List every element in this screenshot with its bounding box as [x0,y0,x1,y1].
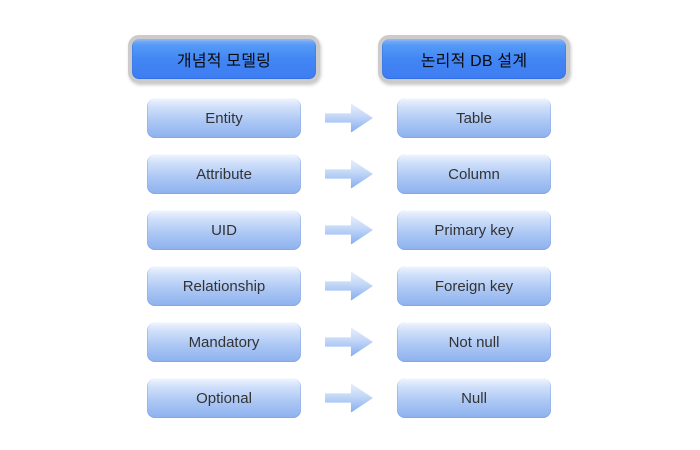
db-label: Foreign key [434,277,514,295]
mapping-row-optional-null: Optional Null [128,378,570,418]
concept-label: UID [211,221,237,239]
db-label: Not null [448,333,500,351]
db-label: Null [461,389,487,407]
right-arrow-icon [325,215,373,245]
db-box-null: Null [397,378,551,418]
concept-box-attribute: Attribute [147,154,301,194]
concept-label: Relationship [182,277,266,295]
header-cell-right: 논리적 DB 설계 [378,35,570,83]
db-label: Column [448,165,500,183]
mapping-diagram: 개념적 모델링 논리적 DB 설계 Entity Table [128,35,570,418]
db-box-primary-key: Primary key [397,210,551,250]
db-box-not-null: Not null [397,322,551,362]
header-row: 개념적 모델링 논리적 DB 설계 [128,35,570,83]
mapping-row-relationship-foreign-key: Relationship Foreign key [128,266,570,306]
concept-box-entity: Entity [147,98,301,138]
header-label-left: 개념적 모델링 [176,53,272,70]
header-conceptual-modeling: 개념적 모델링 [128,35,320,83]
db-box-column: Column [397,154,551,194]
right-arrow-icon [325,271,373,301]
mapping-row-entity-table: Entity Table [128,98,570,138]
concept-label: Entity [205,109,243,127]
header-label-right: 논리적 DB 설계 [420,53,528,70]
concept-box-uid: UID [147,210,301,250]
concept-box-mandatory: Mandatory [147,322,301,362]
mapping-row-mandatory-not-null: Mandatory Not null [128,322,570,362]
concept-box-optional: Optional [147,378,301,418]
header-cell-left: 개념적 모델링 [128,35,320,83]
concept-label: Attribute [196,165,252,183]
db-box-table: Table [397,98,551,138]
right-arrow-icon [325,327,373,357]
concept-label: Mandatory [188,333,260,351]
db-box-foreign-key: Foreign key [397,266,551,306]
db-label: Primary key [434,221,514,239]
concept-box-relationship: Relationship [147,266,301,306]
right-arrow-icon [325,383,373,413]
mapping-row-attribute-column: Attribute Column [128,154,570,194]
db-label: Table [456,109,492,127]
concept-label: Optional [196,389,252,407]
mapping-row-uid-primary-key: UID Primary key [128,210,570,250]
right-arrow-icon [325,159,373,189]
header-logical-db-design: 논리적 DB 설계 [378,35,570,83]
right-arrow-icon [325,103,373,133]
